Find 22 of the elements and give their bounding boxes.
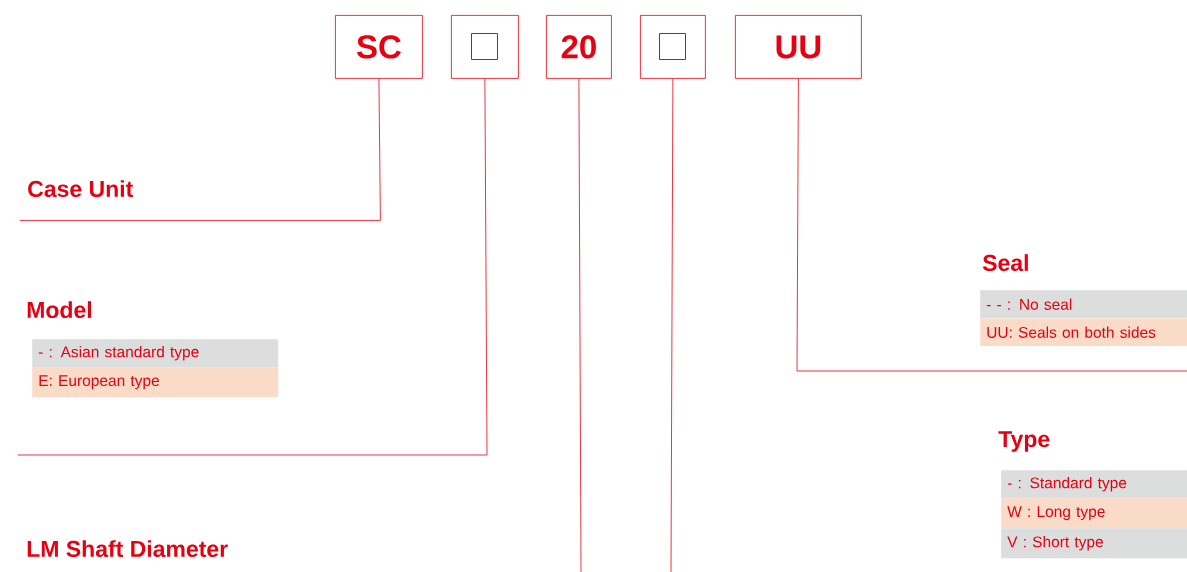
empty-code-box: [640, 15, 706, 79]
heading: LM Shaft Diameter: [27, 540, 228, 558]
empty-code-box: [451, 15, 519, 79]
leader-line: [17, 78, 488, 456]
leader-line: [670, 78, 674, 572]
heading: Type: [998, 431, 1050, 452]
heading: Case Unit: [28, 180, 133, 198]
code-box: UU: [735, 15, 862, 79]
code-box: 20: [546, 15, 612, 79]
option-row: V : Short type: [1001, 528, 1187, 559]
code-box: SC: [335, 15, 423, 79]
heading: Model: [27, 301, 92, 319]
option-row: - : Standard type: [1001, 470, 1187, 499]
option-row: - - : No seal: [980, 290, 1187, 319]
option-row: UU: Seals on both sides: [980, 318, 1187, 347]
leader-line: [796, 78, 1187, 372]
option-row: - : Asian standard type: [32, 339, 279, 368]
leader-line: [19, 78, 381, 221]
option-row: E: European type: [32, 367, 279, 398]
heading: Seal: [982, 254, 1028, 272]
option-row: W : Long type: [1001, 498, 1187, 529]
leader-line: [578, 78, 582, 572]
